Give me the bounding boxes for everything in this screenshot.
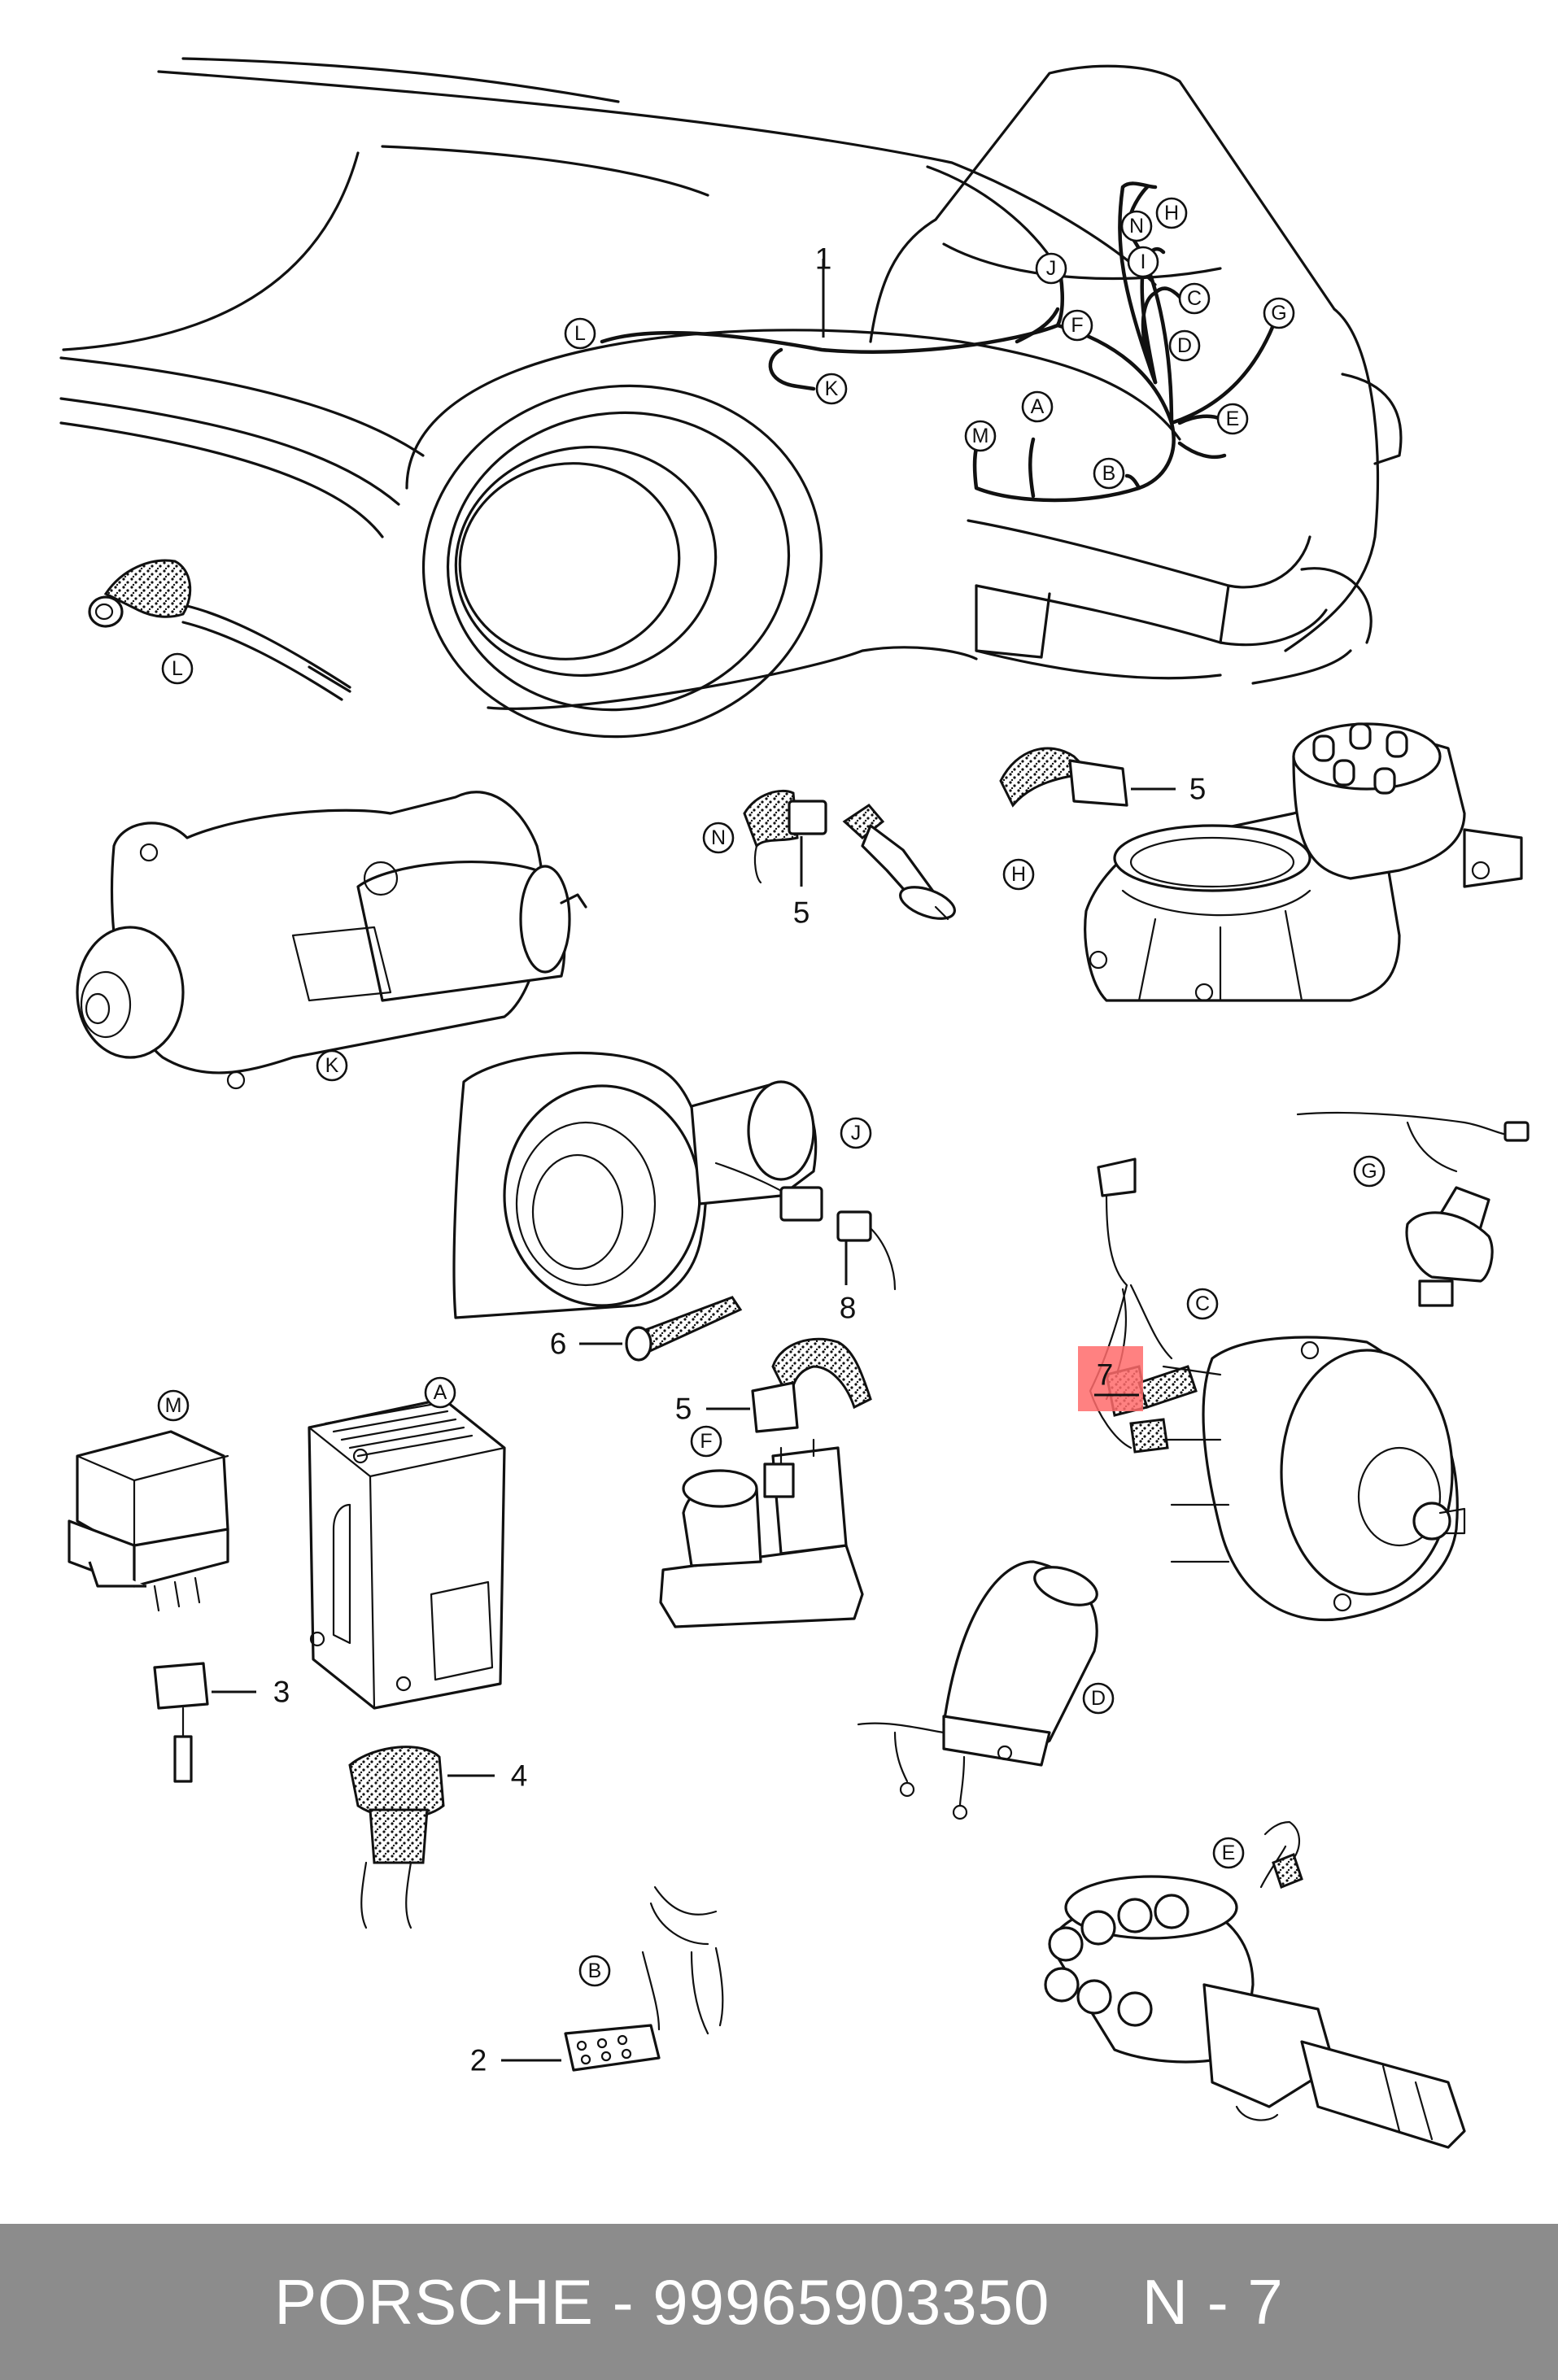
svg-text:E: E xyxy=(1222,1842,1236,1864)
label-5-top: 5 xyxy=(793,896,810,930)
footer-bar: PORSCHE - 99965903350 N - 7 xyxy=(0,2224,1558,2380)
callout-part-B: B xyxy=(578,1955,611,1987)
svg-text:A: A xyxy=(434,1381,447,1404)
rear-wheel xyxy=(421,384,823,739)
callout-harness-K: K xyxy=(815,373,848,405)
svg-text:M: M xyxy=(165,1394,182,1417)
svg-text:K: K xyxy=(825,377,839,400)
part-distributor-housing xyxy=(1084,722,1523,1002)
part-J-blower: 8 J xyxy=(452,1052,897,1325)
callout-part-H: H xyxy=(1002,858,1035,891)
part-F-control-unit: 5 F xyxy=(659,1337,872,1628)
callout-harness-D: D xyxy=(1168,329,1201,362)
part-N-connector: 5 N xyxy=(702,789,827,930)
part-H-sender: H xyxy=(842,804,1035,921)
svg-text:N: N xyxy=(1129,215,1144,238)
svg-text:L: L xyxy=(574,322,586,345)
part-A-control-unit: A xyxy=(308,1376,506,1710)
svg-text:C: C xyxy=(1195,1292,1210,1315)
part-6-grommet: 6 xyxy=(550,1296,743,1362)
svg-text:I: I xyxy=(1141,251,1146,273)
part-3-connector: 3 xyxy=(153,1662,290,1783)
part-L-plug-cable: L xyxy=(88,559,351,701)
label-4: 4 xyxy=(511,1759,528,1793)
svg-text:G: G xyxy=(1271,302,1286,325)
label-7: 7 xyxy=(1097,1358,1114,1392)
callout-part-D: D xyxy=(1082,1682,1115,1715)
callout-harness-F: F xyxy=(1061,309,1093,342)
label-5-low: 5 xyxy=(675,1393,692,1426)
label-6: 6 xyxy=(550,1327,567,1361)
part-E-distributor: E xyxy=(1044,1820,1466,2149)
part-K-starter-motor: K xyxy=(76,791,587,1090)
svg-text:D: D xyxy=(1177,334,1192,357)
svg-text:M: M xyxy=(972,425,989,447)
svg-text:H: H xyxy=(1011,863,1026,886)
part-G-pressure-sender: G xyxy=(1296,1111,1530,1307)
callout-part-E: E xyxy=(1212,1837,1245,1869)
callout-harness-H: H xyxy=(1155,197,1188,229)
callout-harness-G: G xyxy=(1263,297,1295,329)
svg-text:H: H xyxy=(1164,202,1179,224)
harness-callouts: L K J F N H I C D G E A M B 1 xyxy=(564,197,1295,490)
part-D-ignition-coil: D xyxy=(857,1560,1115,1820)
callout-harness-L: L xyxy=(564,317,596,350)
callout-part-G: G xyxy=(1353,1155,1386,1188)
svg-text:E: E xyxy=(1226,408,1240,430)
svg-text:K: K xyxy=(325,1054,339,1077)
part-4-connector: 4 xyxy=(348,1746,528,1929)
callout-part-N: N xyxy=(702,822,735,854)
callout-part-M: M xyxy=(157,1389,190,1422)
label-8: 8 xyxy=(840,1292,857,1325)
svg-text:C: C xyxy=(1187,287,1202,310)
part-B-connector: 2 B xyxy=(470,1885,724,2077)
callout-harness-J: J xyxy=(1035,252,1067,285)
svg-text:G: G xyxy=(1361,1160,1377,1183)
svg-text:F: F xyxy=(700,1430,712,1453)
highlight-box xyxy=(1078,1346,1143,1411)
callout-part-C: C xyxy=(1186,1288,1219,1320)
footer-text: PORSCHE - 99965903350 N - 7 xyxy=(274,2265,1284,2338)
svg-text:D: D xyxy=(1091,1687,1106,1710)
svg-text:B: B xyxy=(588,1959,602,1982)
svg-text:N: N xyxy=(711,826,726,849)
callout-harness-B: B xyxy=(1093,457,1125,490)
part-C-alternator: 7 C xyxy=(1078,1157,1466,1622)
callout-part-A: A xyxy=(424,1376,456,1409)
label-3: 3 xyxy=(273,1676,290,1709)
callout-harness-C: C xyxy=(1178,282,1211,315)
car-body-outline xyxy=(59,57,1403,710)
svg-text:F: F xyxy=(1071,314,1083,337)
callout-harness-N: N xyxy=(1120,210,1153,242)
callout-part-J: J xyxy=(840,1117,872,1149)
svg-text:L: L xyxy=(172,657,183,680)
svg-text:A: A xyxy=(1031,395,1045,418)
part-connector-5-top-right: 5 xyxy=(999,747,1207,808)
callout-harness-E: E xyxy=(1216,403,1249,435)
label-5-mid: 5 xyxy=(1189,773,1207,806)
svg-text:J: J xyxy=(1046,257,1057,280)
label-2: 2 xyxy=(470,2044,487,2077)
callout-harness-A: A xyxy=(1021,390,1054,423)
callout-part-F: F xyxy=(690,1425,722,1458)
callout-harness-M: M xyxy=(964,420,997,452)
label-1: 1 xyxy=(815,242,832,276)
callout-part-L: L xyxy=(161,652,194,685)
svg-text:B: B xyxy=(1102,462,1116,485)
callout-harness-I: I xyxy=(1127,246,1159,278)
callout-part-K: K xyxy=(316,1049,348,1082)
svg-text:J: J xyxy=(851,1122,862,1144)
parts-diagram: L K J F N H I C D G E A M B 1 L xyxy=(59,57,1530,2149)
part-M-relay: M xyxy=(68,1389,229,1612)
